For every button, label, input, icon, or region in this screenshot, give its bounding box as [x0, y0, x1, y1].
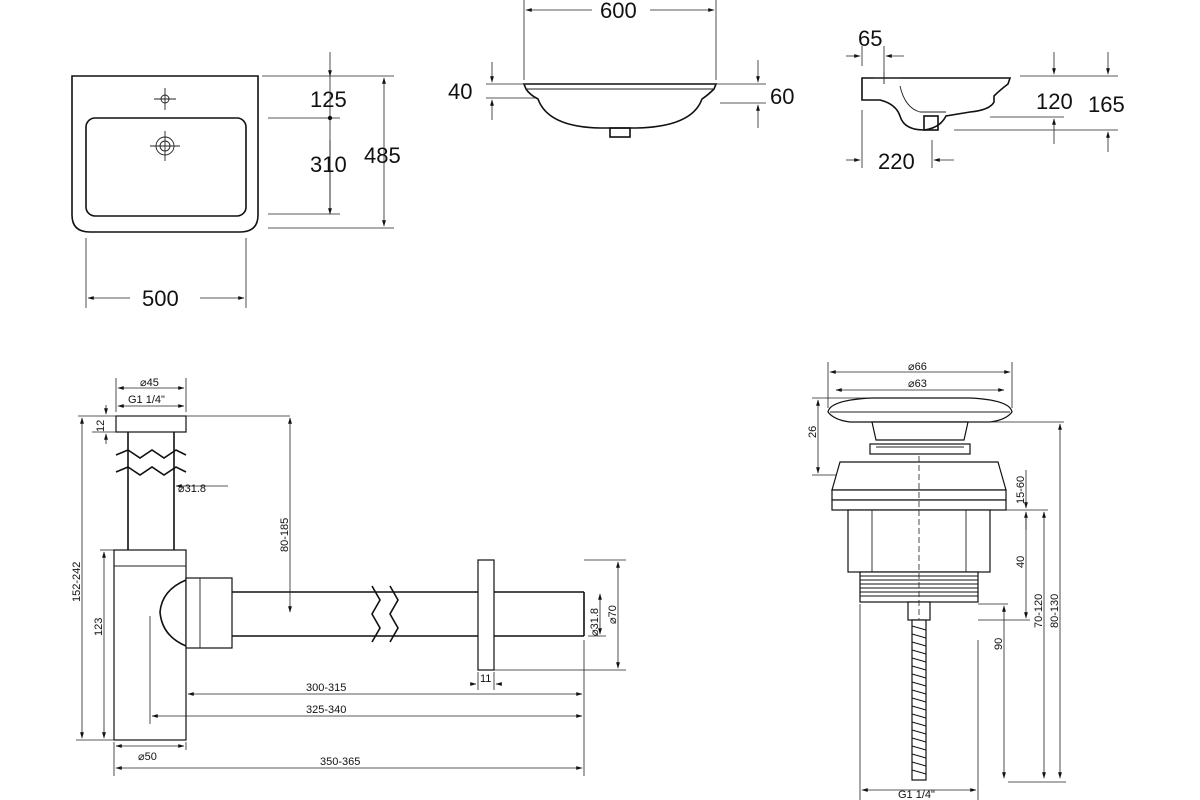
basin-side-outline	[861, 77, 1012, 131]
overflow-mark-icon	[878, 72, 890, 84]
dim-26: 26	[807, 426, 819, 438]
basin-bowl	[85, 117, 247, 217]
dim-12: 12	[95, 420, 107, 432]
dim-65: 65	[858, 26, 882, 51]
dim-120: 120	[1036, 89, 1073, 114]
dim-325-340: 325-340	[306, 704, 346, 716]
dim-500: 500	[142, 286, 179, 311]
dim-152-242: 152-242	[71, 562, 83, 602]
drain-hole-icon	[150, 131, 180, 161]
basin-plan-view: 125 310 485 500	[71, 52, 401, 311]
dim-90: 90	[993, 638, 1005, 650]
dim-80-185: 80-185	[279, 518, 291, 552]
dim-d50: ⌀50	[138, 751, 157, 763]
dim-thread-top: G1 1/4"	[128, 394, 165, 406]
dim-d63: ⌀63	[908, 378, 927, 390]
basin-outline	[71, 75, 259, 233]
valve-spindle-thread	[911, 625, 927, 775]
wall-rosette	[477, 559, 495, 671]
dim-11: 11	[480, 673, 491, 685]
dim-40: 40	[448, 79, 472, 104]
dim-d66: ⌀66	[908, 361, 927, 373]
drain-outlet	[609, 127, 631, 138]
dim-600: 600	[600, 0, 637, 23]
dim-d31-8-vertical: ⌀31.8	[178, 483, 206, 495]
dim-123: 123	[93, 618, 105, 636]
overflow-slot	[923, 115, 939, 131]
siphon-drawing: ⌀45 G1 1/4" 12 ⌀31.8 152-242 123 80-185 …	[71, 377, 626, 776]
dim-thread-valve: G1 1/4"	[898, 789, 935, 800]
dim-220: 220	[878, 149, 915, 174]
dim-15-60: 15-60	[1015, 476, 1027, 504]
dim-d45: ⌀45	[140, 377, 159, 389]
dim-125: 125	[310, 87, 347, 112]
dim-d70: ⌀70	[607, 605, 619, 624]
dim-300-315: 300-315	[306, 682, 346, 694]
drain-valve-drawing: ⌀66 ⌀63 26 15-60 40 70-120 80-130 90 G1 …	[807, 361, 1066, 800]
basin-front-outline	[522, 83, 718, 129]
basin-side-view: 65 220 120 165	[846, 26, 1125, 174]
siphon-top-nut	[115, 415, 187, 433]
siphon-outlet-nut	[185, 577, 233, 649]
dim-350-365: 350-365	[320, 756, 360, 768]
dim-310: 310	[310, 152, 347, 177]
dim-60: 60	[770, 84, 794, 109]
dim-d31-8-outlet: ⌀31.8	[589, 608, 601, 636]
dim-165: 165	[1088, 92, 1125, 117]
dim-80-130: 80-130	[1049, 594, 1061, 628]
tap-hole-icon	[154, 88, 176, 110]
valve-cap	[827, 397, 1013, 423]
dim-70-120: 70-120	[1033, 594, 1045, 628]
dim-40-valve: 40	[1015, 556, 1027, 568]
basin-front-view: 600 40 60	[448, 0, 794, 138]
dim-485: 485	[364, 143, 401, 168]
